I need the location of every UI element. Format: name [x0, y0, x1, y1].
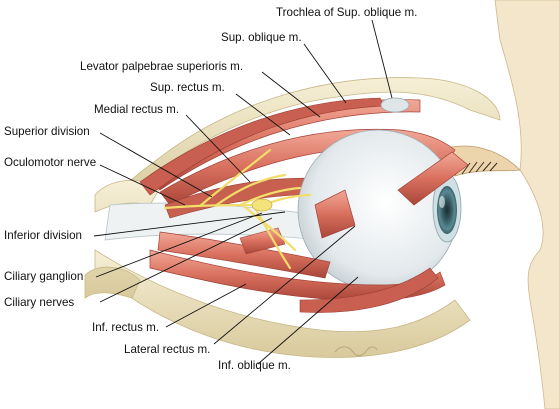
orbital-floor-bone	[94, 249, 471, 358]
label-lateral-rectus: Lateral rectus m.	[124, 343, 211, 356]
lateral-rectus-stub	[314, 189, 356, 239]
label-sup-rectus: Sup. rectus m.	[150, 81, 225, 94]
label-inf-oblique: Inf. oblique m.	[218, 359, 291, 372]
inf-oblique-muscle	[299, 267, 439, 313]
ciliary-ganglion	[251, 198, 273, 212]
label-oculomotor-nerve: Oculomotor nerve	[4, 156, 97, 169]
label-medial-rectus: Medial rectus m.	[94, 103, 180, 116]
sphenoid-bone	[84, 179, 161, 299]
pupil-highlight	[439, 196, 445, 208]
leader-lines	[93, 19, 393, 365]
orbital-roof-bone	[109, 77, 501, 206]
face-profile	[494, 0, 560, 409]
trochlea-pulley	[380, 97, 410, 113]
label-inferior-division: Inferior division	[4, 229, 82, 242]
oculomotor-nerves	[163, 148, 312, 270]
inf-rectus-muscle	[157, 231, 331, 279]
label-inf-rectus: Inf. rectus m.	[92, 321, 160, 334]
label-sup-oblique: Sup. oblique m.	[221, 31, 302, 44]
lateral-rectus-muscle	[149, 249, 446, 301]
iris	[437, 186, 457, 234]
label-ciliary-ganglion: Ciliary ganglion	[4, 270, 84, 283]
inf-muscle-piece	[239, 227, 286, 255]
label-ciliary-nerves: Ciliary nerves	[4, 296, 75, 309]
label-superior-division: Superior division	[4, 125, 90, 138]
sup-oblique-insertion	[397, 151, 469, 206]
label-trochlea: Trochlea of Sup. oblique m.	[276, 6, 418, 19]
artist-signature	[334, 346, 378, 357]
label-levator: Levator palpebrae superioris m.	[80, 60, 244, 73]
